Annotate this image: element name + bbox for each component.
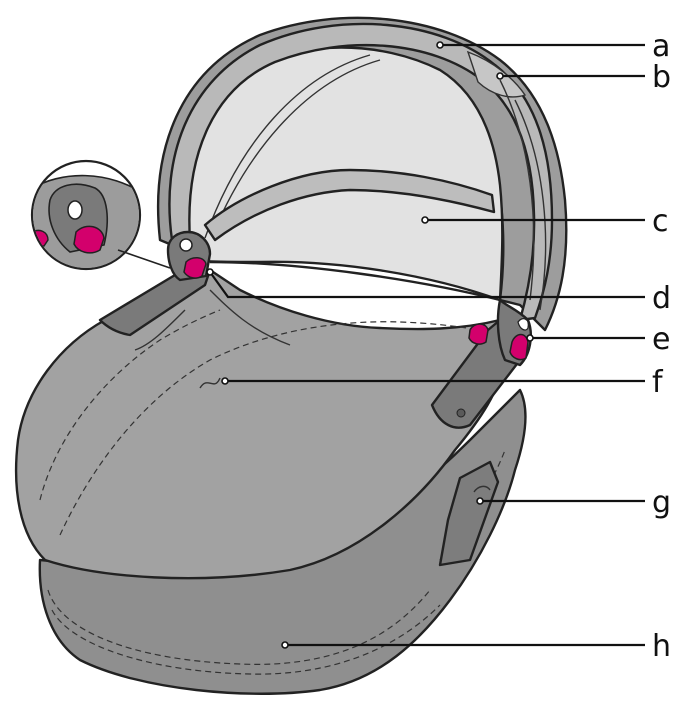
callout-g-label: g	[652, 485, 671, 520]
callout-e-dot	[527, 335, 533, 341]
inset-pivot	[68, 201, 82, 219]
left-release-button	[184, 258, 206, 278]
callout-e-label: e	[652, 322, 670, 357]
right-inner-release-button	[469, 324, 488, 344]
callout-d-label: d	[652, 281, 671, 316]
callout-b-label: b	[652, 60, 671, 95]
detail-inset	[30, 161, 170, 280]
carrycot-body	[16, 270, 525, 694]
handle-rivet	[457, 409, 465, 417]
callout-a-dot	[437, 42, 443, 48]
callout-h-label: h	[652, 629, 671, 664]
canopy-hinge-left	[168, 232, 210, 280]
left-hinge-pivot	[180, 239, 192, 251]
callout-a-label: a	[652, 29, 670, 64]
inset-pointer-line	[118, 250, 170, 268]
callout-e: e	[527, 322, 670, 357]
callout-f-label: f	[652, 365, 664, 400]
callout-g-dot	[477, 498, 483, 504]
callout-f-dot	[222, 378, 228, 384]
callout-b-dot	[497, 73, 503, 79]
inset-release-button	[74, 226, 104, 253]
callout-c-label: c	[652, 204, 669, 239]
callout-d-dot	[207, 269, 213, 275]
callout-h-dot	[282, 642, 288, 648]
callout-c-dot	[422, 217, 428, 223]
